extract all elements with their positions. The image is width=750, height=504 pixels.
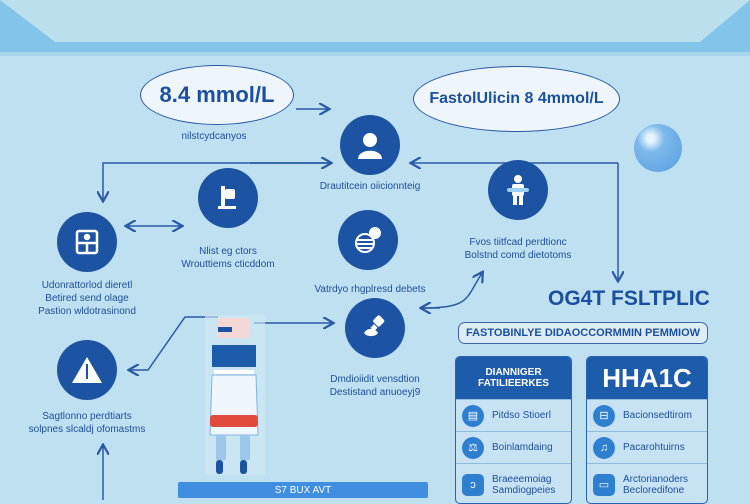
doctor-figure-illustration xyxy=(205,315,265,475)
glucose-meter-icon xyxy=(198,168,258,228)
document-icon: ▤ xyxy=(462,404,484,427)
person-label: Drautitcein oiicionnteig xyxy=(319,181,421,192)
stomach-icon: ↄ xyxy=(462,473,484,496)
person-icon xyxy=(340,115,400,175)
chart-globe-icon xyxy=(338,210,398,270)
glucose-caption: nilstcydcanyos xyxy=(181,131,247,142)
ogtt-title: OG4T FSLTPLIC xyxy=(548,287,710,310)
bed-icon: ⊟ xyxy=(593,404,615,427)
pills-icon xyxy=(345,298,405,358)
fasting-value: FastolUlicin 8 4mmol/L xyxy=(429,90,604,107)
fasting-banner: FASTOBINLYE DIDAOCCORMMIN PEMMIOW xyxy=(458,322,708,344)
scale-icon: ⚖ xyxy=(462,436,484,459)
warning-icon xyxy=(57,340,117,400)
chart-label: Vatrdyo rhgplresd debets xyxy=(314,284,426,295)
music-note-icon: ♫ xyxy=(593,436,615,459)
table-row: ▤Pitdso Stioerl xyxy=(456,399,571,431)
table-row: ⚖Boinlamdaing xyxy=(456,431,571,463)
glucose-value-bubble: 8.4 mmol/L xyxy=(140,65,294,125)
monitor-icon xyxy=(57,212,117,272)
badge-icon: ▭ xyxy=(593,473,615,496)
sphere-decoration xyxy=(634,124,682,172)
bottom-progress-bar: S7 BUX AVT xyxy=(178,482,428,498)
glucose-value: 8.4 mmol/L xyxy=(159,82,275,107)
header-band xyxy=(0,0,750,56)
table-row: ⊟Bacionsedtirom xyxy=(587,399,707,431)
hba1c-table: HHA1C ⊟Bacionsedtirom ♫Pacarohtuirns ▭Ar… xyxy=(586,356,708,504)
fasting-value-bubble: FastolUlicin 8 4mmol/L xyxy=(413,66,620,132)
patient-icon xyxy=(488,160,548,220)
table-header: HHA1C xyxy=(587,357,707,399)
table-row: ♫Pacarohtuirns xyxy=(587,431,707,463)
